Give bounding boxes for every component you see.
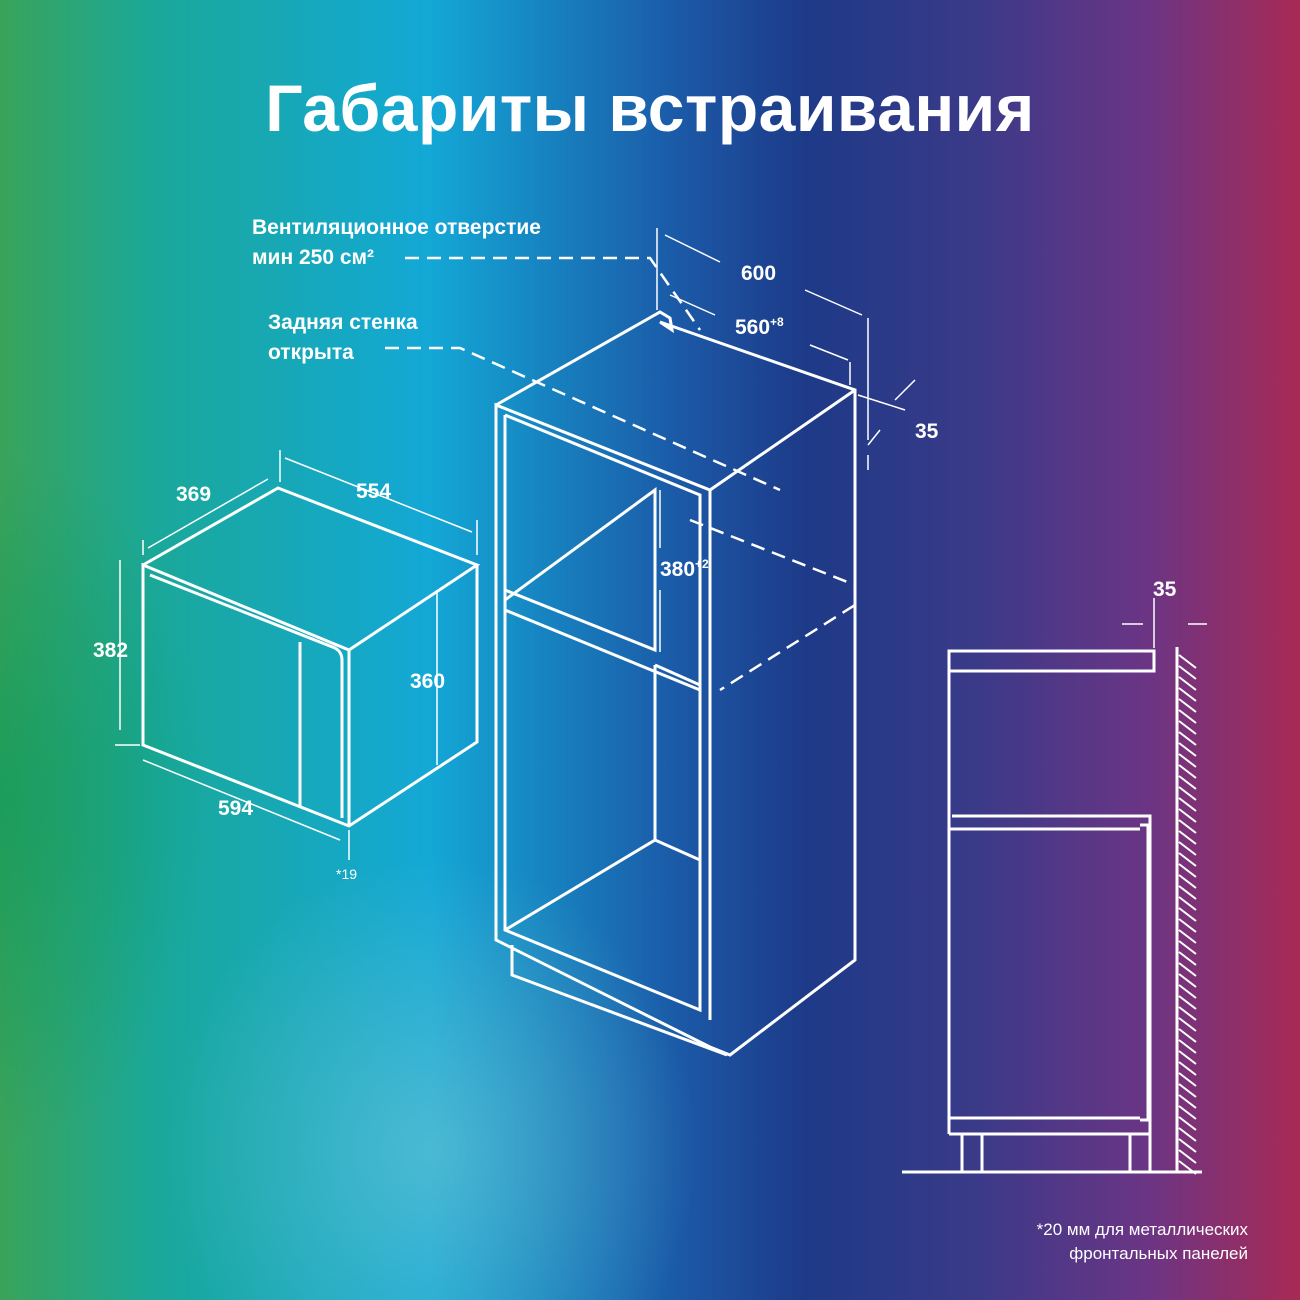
side-view-drawing [902, 598, 1207, 1175]
wall-hatch-line [1178, 1116, 1197, 1131]
rear-label-line2: открыта [268, 341, 354, 364]
wall-hatch-line [1178, 731, 1197, 746]
wall-hatch-line [1178, 874, 1197, 889]
wall-hatch-line [1178, 940, 1197, 955]
wall-hatch-line [1178, 951, 1197, 966]
wall-hatch-line [1178, 995, 1197, 1010]
dim-382: 382 [93, 639, 129, 662]
page-title: Габариты встраивания [265, 71, 1035, 145]
wall-hatch-line [1178, 786, 1197, 801]
wall-hatch-line [1178, 863, 1197, 878]
wall-hatch-line [1178, 775, 1197, 790]
dim-560-value: 560 [735, 316, 771, 339]
vent-label-line2: мин 250 см² [252, 246, 375, 269]
wall-hatch-line [1178, 753, 1197, 768]
wall-hatch-line [1178, 830, 1197, 845]
wall-hatch-line [1178, 808, 1197, 823]
wall-hatch-line [1178, 929, 1197, 944]
wall-hatch-line [1178, 709, 1197, 724]
wall-hatch-line [1178, 676, 1197, 691]
wall-hatch-line [1178, 720, 1197, 735]
wall-hatch-line [1178, 1083, 1197, 1098]
dim-594: 594 [218, 797, 254, 820]
microwave-drawing [115, 450, 481, 860]
vent-label: Вентиляционное отверстие мин 250 см² [252, 213, 541, 273]
dim-369: 369 [176, 483, 212, 506]
footnote-line1: *20 мм для металлических [1036, 1220, 1248, 1239]
wall-hatch-line [1178, 1160, 1197, 1175]
cabinet-drawing [385, 228, 916, 1057]
wall-hatch-line [1178, 962, 1197, 977]
wall-hatch-line [1178, 984, 1197, 999]
wall-hatch-line [1178, 698, 1197, 713]
dim-600: 600 [741, 262, 777, 285]
vent-label-line1: Вентиляционное отверстие [252, 216, 541, 239]
wall-hatch-line [1178, 918, 1197, 933]
wall-hatch-line [1178, 1039, 1197, 1054]
wall-hatch-line [1178, 1072, 1197, 1087]
wall-hatch-line [1178, 1127, 1197, 1142]
wall-hatch-line [1178, 1138, 1197, 1153]
wall-hatch-line [1178, 797, 1197, 812]
wall-hatch-line [1178, 1028, 1197, 1043]
wall-hatch-line [1178, 654, 1197, 669]
dim-35-top: 35 [915, 420, 939, 443]
footnote: *20 мм для металлических фронтальных пан… [1037, 1218, 1248, 1266]
footnote-line2: фронтальных панелей [1069, 1244, 1248, 1263]
wall-hatch-line [1178, 852, 1197, 867]
dim-380-value: 380 [660, 558, 696, 581]
wall-hatch-line [1178, 687, 1197, 702]
wall-hatch-line [1178, 1094, 1197, 1109]
wall-hatch-line [1178, 973, 1197, 988]
wall-hatch-line [1178, 1149, 1197, 1164]
dim-380: 380+2 [660, 557, 709, 582]
dim-380-tol: +2 [695, 557, 709, 571]
wall-hatch-line [1178, 885, 1197, 900]
wall-hatch-line [1178, 665, 1197, 680]
wall-hatch-line [1178, 896, 1197, 911]
wall-hatch-line [1178, 1061, 1197, 1076]
dim-560: 560+8 [735, 315, 784, 340]
wall-hatch-line [1178, 907, 1197, 922]
dim-35-side: 35 [1153, 578, 1177, 601]
wall-hatch-line [1178, 841, 1197, 856]
rear-label-line1: Задняя стенка [268, 311, 418, 334]
front-note: *19 [336, 866, 358, 882]
dim-560-tol: +8 [770, 315, 784, 329]
wall-hatch-line [1178, 1050, 1197, 1065]
wall-hatch-line [1178, 1017, 1197, 1032]
dim-554: 554 [356, 480, 392, 503]
rear-wall-label: Задняя стенка открыта [268, 308, 418, 368]
wall-hatch-line [1178, 819, 1197, 834]
wall-hatch-line [1178, 764, 1197, 779]
wall-hatch-line [1178, 1105, 1197, 1120]
wall-hatch-line [1178, 742, 1197, 757]
dim-360: 360 [410, 670, 446, 693]
wall-hatch-line [1178, 1006, 1197, 1021]
